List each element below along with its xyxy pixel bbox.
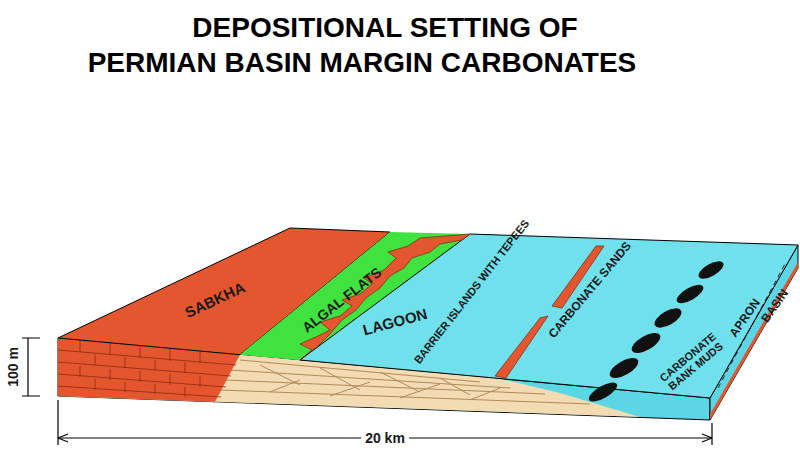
water-surface bbox=[300, 234, 798, 398]
apron-boundary bbox=[718, 262, 786, 388]
dimension-label: 20 km bbox=[361, 431, 409, 446]
tidal-ridges bbox=[300, 234, 470, 360]
width-dimension bbox=[58, 400, 712, 445]
barrier-islands bbox=[495, 246, 604, 378]
dimension-label: 100 m bbox=[6, 347, 21, 387]
bank-mud-mounds bbox=[586, 258, 726, 405]
height-dimension bbox=[22, 338, 40, 396]
diagram-title: DEPOSITIONAL SETTING OF PERMIAN BASIN MA… bbox=[82, 10, 642, 80]
